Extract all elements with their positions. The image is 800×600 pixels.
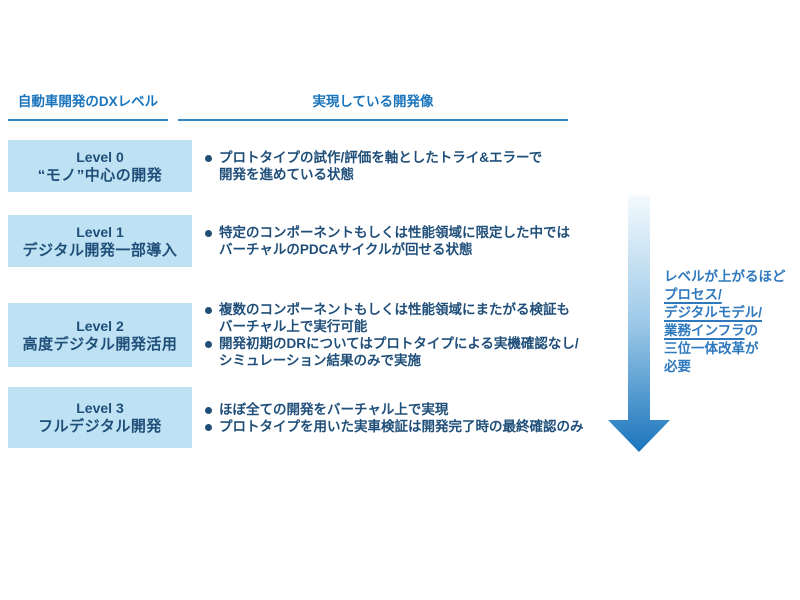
bullet-item: プロトタイプを用いた実車検証は開発完了時の最終確認のみ [205,418,629,435]
side-note-text: レベルが上がるほど [664,269,786,284]
bullet-text: プロトタイプを用いた実車検証は開発完了時の最終確認のみ [219,418,584,434]
bullet-item: ほぼ全ての開発をバーチャル上で実現 [205,401,629,418]
bullet-text: プロトタイプの試作/評価を軸としたトライ&エラーで 開発を進めている状態 [219,149,543,183]
bullet-list-2: 複数のコンポーネントもしくは性能領域にまたがる検証も バーチャル上で実行可能 開… [205,301,629,369]
bullet-list-3: ほぼ全ての開発をバーチャル上で実現 プロトタイプを用いた実車検証は開発完了時の最… [205,401,629,435]
side-note-text-underlined: 業務インフラ [664,323,745,338]
bullet-item: 複数のコンポーネントもしくは性能領域にまたがる検証も バーチャル上で実行可能 [205,301,629,335]
level-row-1: Level 1 デジタル開発一部導入 特定のコンポーネントもしくは性能領域に限定… [8,215,629,267]
column-header-dx-level-label: 自動車開発のDXレベル [17,94,159,109]
side-note-text-underlined: プロセス/ [664,287,722,302]
bullet-list-0: プロトタイプの試作/評価を軸としたトライ&エラーで 開発を進めている状態 [205,149,629,184]
side-note-line: 業務インフラの [664,322,800,340]
level-box-3: Level 3 フルデジタル開発 [8,387,192,448]
side-note-line: レベルが上がるほど [664,268,800,286]
side-note: レベルが上がるほど プロセス/ デジタルモデル/ 業務インフラの 三位一体改革が… [664,268,800,376]
side-note-text: 必要 [664,359,691,374]
level-increase-arrow-icon [607,195,671,457]
level-label: Level 2 [76,317,124,334]
side-note-line: プロセス/ [664,286,800,304]
side-note-line: デジタルモデル/ [664,304,800,322]
bullet-item: 特定のコンポーネントもしくは性能領域に限定した中では バーチャルのPDCAサイク… [205,224,629,259]
bullet-list-1: 特定のコンポーネントもしくは性能領域に限定した中では バーチャルのPDCAサイク… [205,224,629,259]
side-note-line: 三位一体改革が [664,340,800,358]
column-header-realized-image: 実現している開発像 [178,90,568,121]
bullet-text: 特定のコンポーネントもしくは性能領域に限定した中では バーチャルのPDCAサイク… [219,224,570,258]
bullet-dot-icon [205,154,212,162]
side-note-text: 三位一体改革が [664,341,759,356]
bullet-item: 開発初期のDRについてはプロトタイプによる実機確認なし/ シミュレーション結果の… [205,335,629,369]
level-box-2: Level 2 高度デジタル開発活用 [8,303,192,367]
level-row-2: Level 2 高度デジタル開発活用 複数のコンポーネントもしくは性能領域にまた… [8,301,629,369]
bullet-dot-icon [205,406,212,414]
side-note-line: 必要 [664,358,800,376]
level-name: フルデジタル開発 [38,418,162,435]
level-label: Level 3 [76,400,124,416]
level-row-0: Level 0 “モノ”中心の開発 プロトタイプの試作/評価を軸としたトライ&エ… [8,140,629,192]
bullet-text: ほぼ全ての開発をバーチャル上で実現 [219,401,449,417]
bullet-dot-icon [205,423,212,431]
bullet-text: 複数のコンポーネントもしくは性能領域にまたがる検証も バーチャル上で実行可能 [219,302,570,334]
bullet-dot-icon [205,341,212,348]
bullet-item: プロトタイプの試作/評価を軸としたトライ&エラーで 開発を進めている状態 [205,149,629,184]
column-header-realized-image-label: 実現している開発像 [312,94,434,109]
column-header-dx-level: 自動車開発のDXレベル [8,90,168,121]
level-name: 高度デジタル開発活用 [22,335,178,353]
level-name: デジタル開発一部導入 [22,241,178,259]
level-box-0: Level 0 “モノ”中心の開発 [8,140,192,192]
level-row-3: Level 3 フルデジタル開発 ほぼ全ての開発をバーチャル上で実現 プロトタイ… [8,387,629,448]
level-name: “モノ”中心の開発 [37,166,163,184]
level-label: Level 1 [76,223,124,240]
side-note-text-underlined: デジタルモデル/ [664,305,762,320]
side-note-text: の [744,323,759,338]
bullet-dot-icon [205,307,212,314]
level-label: Level 0 [76,148,124,165]
bullet-text: 開発初期のDRについてはプロトタイプによる実機確認なし/ シミュレーション結果の… [219,336,579,368]
level-box-1: Level 1 デジタル開発一部導入 [8,215,192,267]
bullet-dot-icon [205,229,212,237]
